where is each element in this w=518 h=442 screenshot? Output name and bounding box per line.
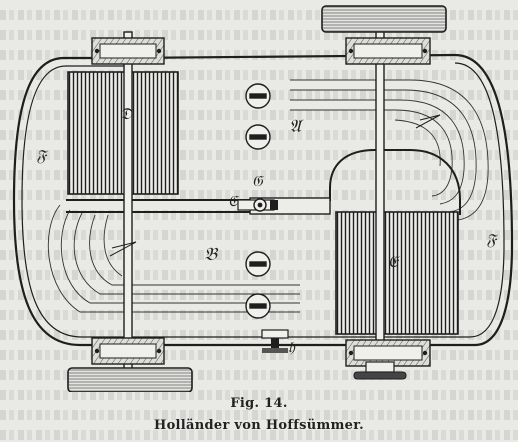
trough-outer-wall (12, 53, 514, 347)
label-e: 𝔈 (388, 252, 398, 271)
label-b: 𝔅 (204, 244, 217, 265)
flow-lines-left (47, 204, 300, 313)
right-shaft (321, 5, 447, 380)
label-a: 𝔄 (289, 116, 301, 137)
label-c: 𝔈 (228, 192, 238, 210)
hollander-engraving (12, 5, 514, 392)
figure-number: Fig. 14. (230, 396, 288, 411)
label-d: 𝔇 (120, 104, 132, 123)
gate-mechanism (237, 198, 278, 212)
figure-caption: Holländer von Hoffsümmer. (153, 418, 364, 433)
label-f-right: 𝔉 (486, 230, 497, 249)
backfall-marks (109, 114, 441, 257)
left-roller (67, 71, 179, 195)
label-g: 𝔊 (252, 172, 263, 190)
drain-valves-upper (245, 83, 271, 150)
left-shaft (67, 31, 193, 392)
label-h: 𝔥 (288, 338, 295, 356)
right-roller (335, 211, 459, 335)
drain-valves-lower (245, 251, 271, 319)
label-f-left: 𝔉 (36, 146, 47, 165)
roller-adjuster (261, 329, 289, 353)
flow-lines-right (290, 79, 489, 221)
